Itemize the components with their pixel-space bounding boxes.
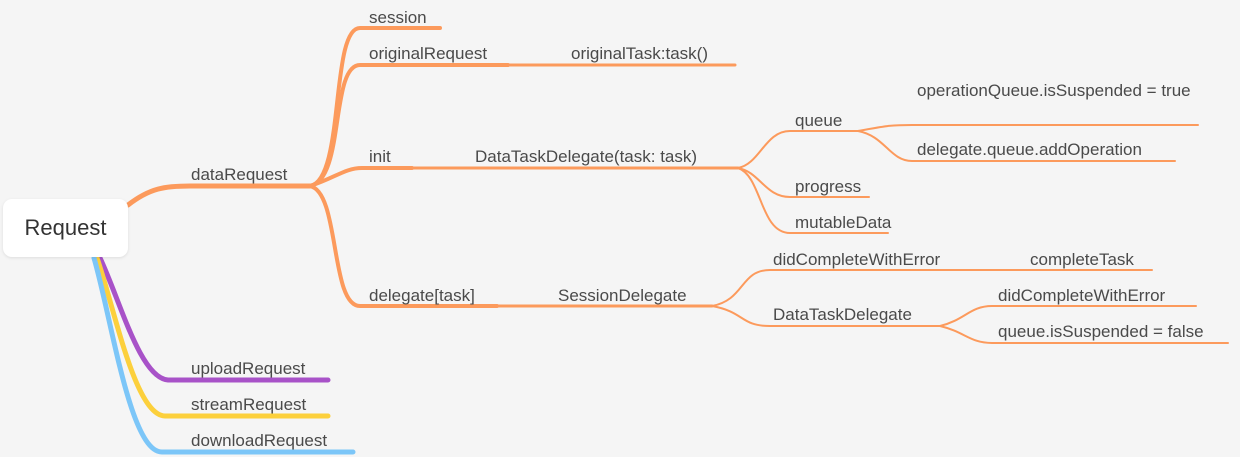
- link-dtd-progress: [737, 167, 870, 198]
- node-operation-queue-suspended[interactable]: operationQueue.isSuspended = true: [917, 81, 1191, 100]
- node-complete-task[interactable]: completeTask: [1030, 250, 1134, 269]
- node-queue-is-suspended-false[interactable]: queue.isSuspended = false: [998, 322, 1204, 341]
- node-progress[interactable]: progress: [795, 177, 862, 196]
- node-session-delegate[interactable]: SessionDelegate: [558, 286, 687, 305]
- node-did-complete-with-error[interactable]: didCompleteWithError: [773, 250, 941, 269]
- node-data-task-delegate[interactable]: DataTaskDelegate: [773, 305, 912, 324]
- node-delegate-task[interactable]: delegate[task]: [369, 286, 475, 305]
- node-data-request[interactable]: dataRequest: [191, 165, 288, 184]
- node-mutable-data[interactable]: mutableData: [795, 213, 892, 232]
- link-queue-add-operation: [857, 130, 1176, 162]
- node-init[interactable]: init: [369, 147, 391, 166]
- link-session-delegate-data-task-delegate: [711, 305, 941, 327]
- link-queue-operation-queue: [857, 124, 1199, 132]
- link-data-task-delegate-did-complete: [939, 305, 1197, 327]
- link-dtd-queue: [737, 130, 859, 169]
- link-root-upload-request: [97, 255, 331, 383]
- link-session-delegate-did-complete: [711, 269, 966, 307]
- link-data-request-delegate-task: [308, 184, 499, 308]
- link-root-stream-request: [94, 255, 331, 419]
- root-node-request[interactable]: Request: [3, 199, 128, 257]
- node-dtd-did-complete-with-error[interactable]: didCompleteWithError: [998, 286, 1166, 305]
- node-original-task[interactable]: originalTask:task(): [571, 44, 708, 63]
- link-data-request-init: [308, 166, 414, 188]
- node-session[interactable]: session: [369, 8, 427, 27]
- node-download-request[interactable]: downloadRequest: [191, 431, 328, 450]
- node-stream-request[interactable]: streamRequest: [191, 395, 307, 414]
- node-add-operation[interactable]: delegate.queue.addOperation: [917, 140, 1142, 159]
- link-root-data-request: [125, 183, 313, 208]
- node-upload-request[interactable]: uploadRequest: [191, 359, 306, 378]
- link-root-download-request: [91, 255, 356, 455]
- link-dtd-mutable-data: [737, 167, 889, 234]
- node-data-task-delegate-init[interactable]: DataTaskDelegate(task: task): [475, 147, 698, 166]
- link-data-request-original-request: [308, 63, 510, 188]
- node-original-request[interactable]: originalRequest: [369, 44, 488, 63]
- node-queue[interactable]: queue: [795, 111, 843, 130]
- link-data-task-delegate-queue-suspended: [939, 325, 1229, 344]
